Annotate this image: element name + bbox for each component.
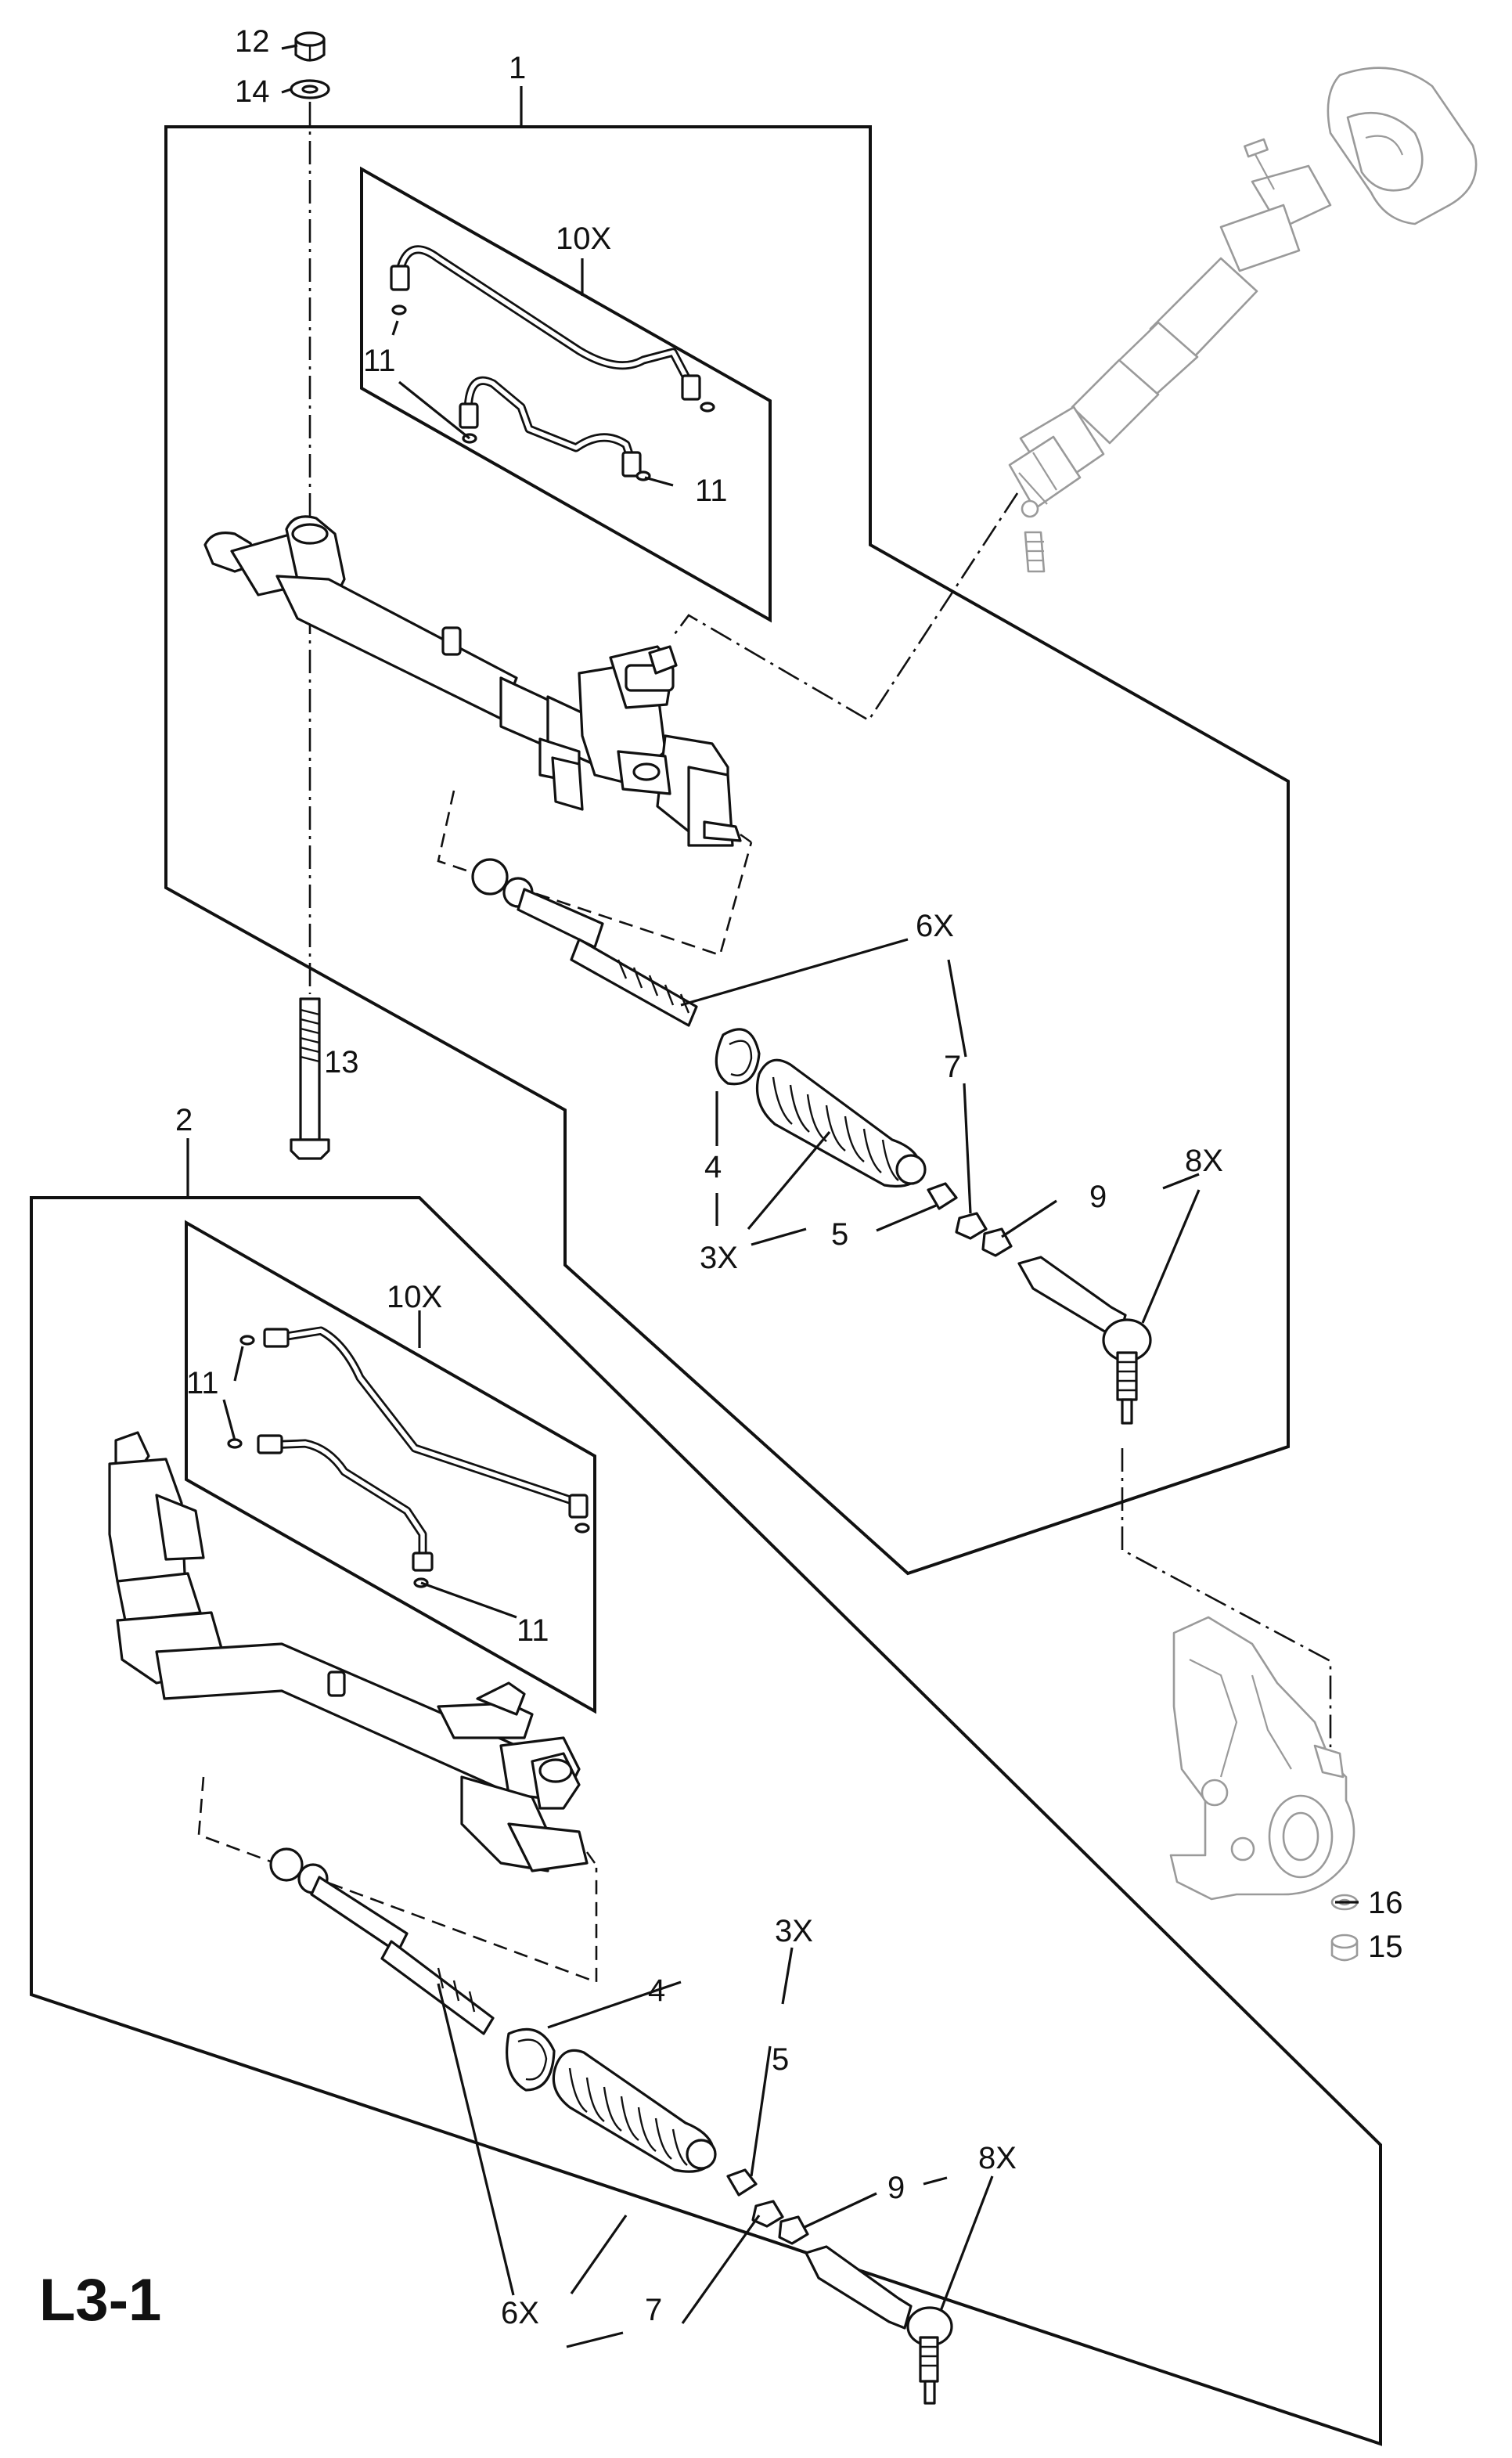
callout-3x-bottom: 3X <box>775 1914 813 1948</box>
steering-knuckle <box>1169 1616 1355 1901</box>
callout-2: 2 <box>175 1103 193 1137</box>
outer-tie-rod-end-8x-bottom <box>805 2245 953 2405</box>
callout-6x-top: 6X <box>916 909 954 943</box>
assembly-2-frame <box>30 1196 1382 2446</box>
callout-8x-bottom: 8X <box>978 2141 1017 2175</box>
clamp-4-top <box>715 1028 761 1086</box>
bolt-13 <box>290 997 330 1160</box>
callout-9-top: 9 <box>1089 1180 1107 1214</box>
sleeve-5-top <box>927 1182 958 1210</box>
inner-tie-rod-top <box>471 858 698 1027</box>
callout-10x-top: 10X <box>556 222 611 256</box>
boot-3x-top <box>755 1058 927 1188</box>
nut-7-bottom <box>751 2200 784 2228</box>
nut-9-bottom <box>778 2215 809 2245</box>
callout-12: 12 <box>235 24 270 59</box>
pipe-set-10x-top <box>390 245 715 481</box>
callout-11-bottom-b: 11 <box>517 1613 549 1648</box>
inner-tie-rod-bracket-top <box>437 790 753 957</box>
washer-14 <box>290 79 330 99</box>
callout-1: 1 <box>509 51 526 85</box>
figure-code: L3-1 <box>39 2267 161 2334</box>
callout-13: 13 <box>324 1045 359 1079</box>
nut-7-top <box>955 1212 988 1240</box>
steering-column-intermediate-shaft <box>1008 67 1478 573</box>
callout-11-bottom-a: 11 <box>186 1366 219 1400</box>
steering-rack-housing-bottom <box>108 1431 596 1872</box>
callout-4-bottom: 4 <box>648 1973 665 2008</box>
inner-tie-rod-bottom <box>269 1847 495 2035</box>
pipe-kit-panel-bottom <box>185 1220 596 1714</box>
callout-15: 15 <box>1368 1930 1403 1964</box>
nut-12 <box>294 31 326 62</box>
callout-9-bottom: 9 <box>887 2171 905 2205</box>
callout-labels: 1 12 14 10X 11 11 6X 7 13 2 4 8X 9 5 3X … <box>175 24 1403 2330</box>
outer-tie-rod-end-8x-top <box>1017 1256 1152 1425</box>
callout-3x-top: 3X <box>700 1241 738 1275</box>
callout-8x-top: 8X <box>1185 1144 1223 1178</box>
pipe-kit-panel-top <box>360 166 772 623</box>
pipe-set-10x-bottom <box>227 1326 590 1588</box>
sleeve-5-bottom <box>726 2168 758 2197</box>
callout-5-top: 5 <box>831 1217 848 1252</box>
callout-4-top: 4 <box>704 1150 722 1184</box>
callout-10x-bottom: 10X <box>387 1280 442 1314</box>
clamp-4-bottom <box>506 2027 556 2092</box>
callout-5-bottom: 5 <box>772 2042 789 2077</box>
assembly-1-frame <box>164 125 1290 1576</box>
nut-15 <box>1330 1934 1359 1962</box>
callout-16: 16 <box>1368 1886 1403 1920</box>
callout-7-bottom: 7 <box>645 2293 662 2327</box>
callout-11-top-a: 11 <box>363 344 396 378</box>
callout-7-top: 7 <box>944 1050 961 1084</box>
tie-rod-to-knuckle-line <box>1121 1448 1332 1747</box>
callout-11-top-b: 11 <box>695 474 728 508</box>
boot-3x-bottom <box>552 2049 717 2173</box>
inner-tie-rod-bracket-bottom <box>197 1776 598 1984</box>
callout-14: 14 <box>235 74 270 109</box>
callout-6x-bottom: 6X <box>501 2296 539 2330</box>
steering-rack-housing-top <box>203 515 752 847</box>
column-to-pinion-line <box>673 492 1019 722</box>
leader-lines <box>186 44 1359 2348</box>
